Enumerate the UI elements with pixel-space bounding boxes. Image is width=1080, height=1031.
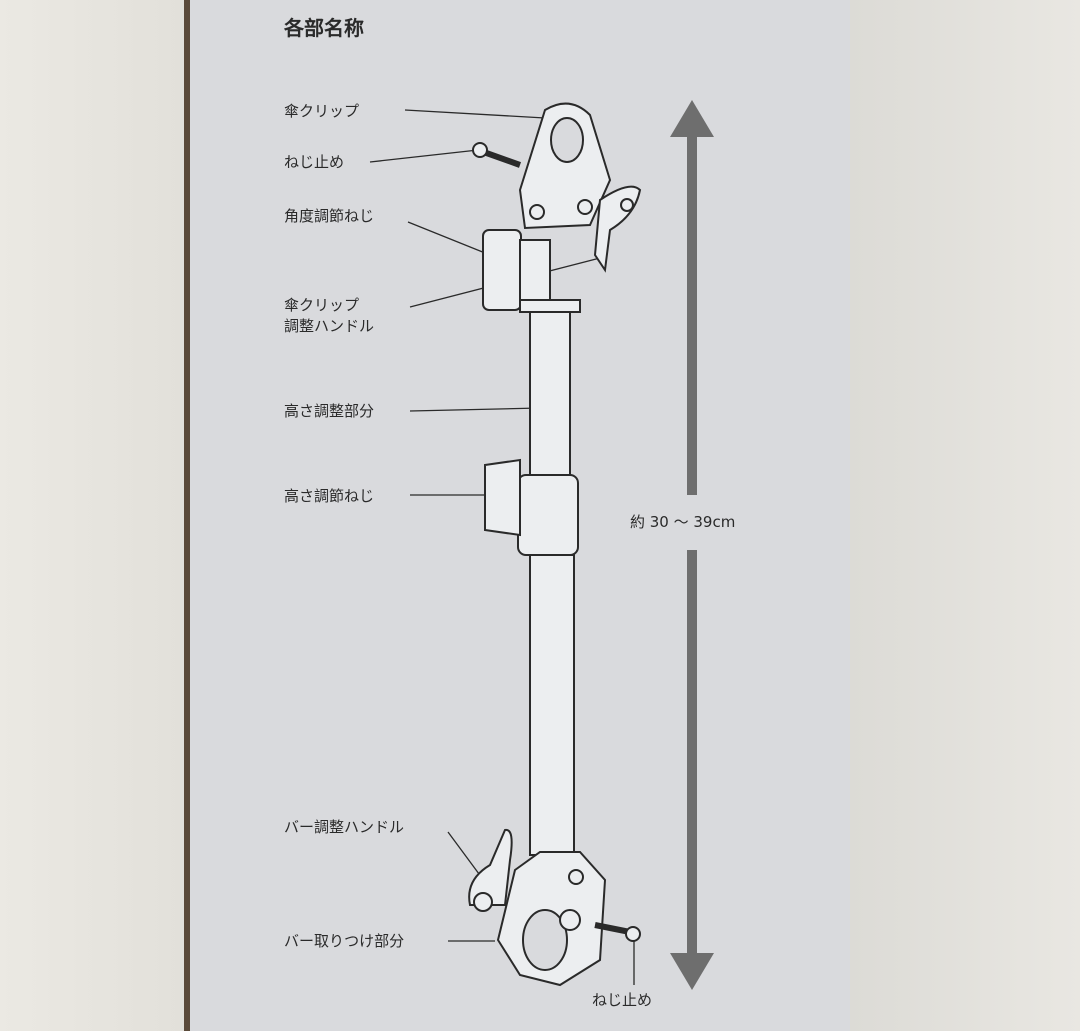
background-wall-right: [850, 0, 1080, 1031]
dimension-label: 約 30 〜 39cm: [630, 513, 736, 531]
page-title: 各部名称: [284, 16, 364, 40]
label-height-screw: 高さ調節ねじ: [284, 487, 375, 505]
label-umbrella-clip-handle-line2: 調整ハンドル: [284, 317, 375, 335]
dimension-arrow: [670, 100, 714, 990]
label-umbrella-clip-handle-line1: 傘クリップ: [284, 296, 360, 314]
box-edge: [184, 0, 190, 1031]
clamp-product-illustration: [468, 102, 642, 987]
label-bar-mount: バー取りつけ部分: [284, 932, 405, 950]
label-height-section: 高さ調整部分: [284, 402, 375, 420]
label-umbrella-clip: 傘クリップ: [284, 102, 360, 120]
bottom-screw: [594, 922, 631, 935]
height-screw-knob: [484, 458, 521, 537]
lower-tube: [529, 554, 575, 856]
umbrella-clip-handle: [593, 185, 642, 273]
label-screw-lock-bottom: ねじ止め: [592, 991, 653, 1009]
label-screw-lock-top: ねじ止め: [284, 153, 345, 171]
background-wall-left: [0, 0, 186, 1031]
angle-screw-knob: [482, 229, 522, 311]
label-bar-handle: バー調整ハンドル: [284, 818, 405, 836]
label-angle-screw: 角度調節ねじ: [284, 207, 375, 225]
height-collar: [517, 474, 579, 556]
bar-adjust-handle: [468, 828, 513, 906]
upper-tube: [529, 311, 571, 478]
